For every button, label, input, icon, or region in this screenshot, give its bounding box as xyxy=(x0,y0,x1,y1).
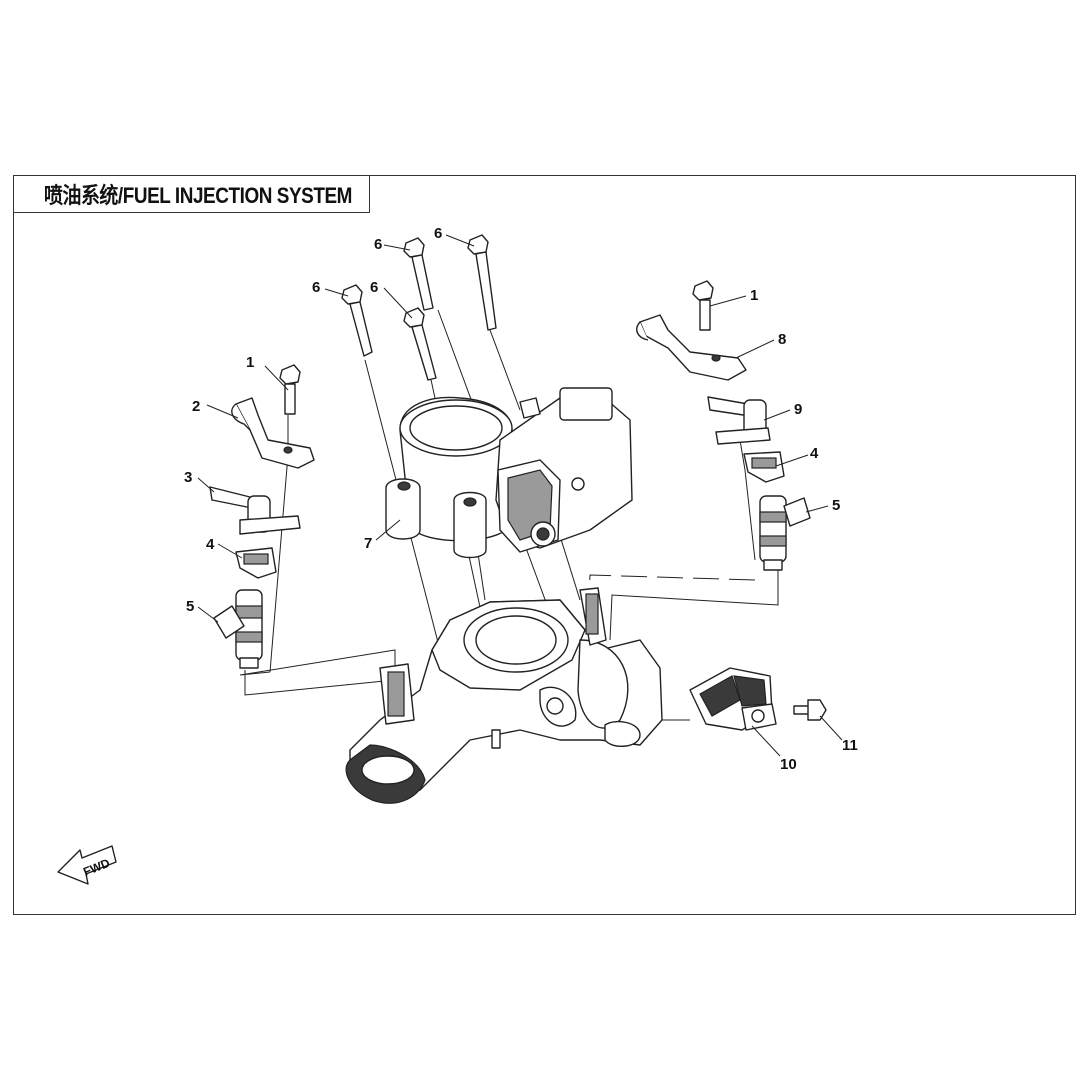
callout-4-right: 4 xyxy=(810,445,819,462)
callout-8: 8 xyxy=(778,331,786,348)
bolt-6-c xyxy=(467,234,497,331)
diagram-frame xyxy=(13,175,1076,915)
callout-4-left: 4 xyxy=(206,536,215,553)
fuel-injector-5-right xyxy=(759,495,811,571)
bolt-11 xyxy=(793,699,827,721)
map-sensor-10 xyxy=(689,667,777,731)
bolt-6-d xyxy=(403,307,437,381)
injector-bracket-8 xyxy=(636,314,747,381)
callout-6-a: 6 xyxy=(312,279,320,296)
callout-6-c: 6 xyxy=(370,279,378,296)
bolt-6-a xyxy=(341,284,373,357)
callout-6-b: 6 xyxy=(374,236,382,253)
retaining-clip-4-left xyxy=(235,547,277,579)
bolt-1-left xyxy=(279,364,301,415)
fwd-arrow-icon: FWD xyxy=(57,845,117,885)
fuel-rail-connector-3 xyxy=(209,486,301,535)
callout-numbers: 1 2 3 4 5 6 6 6 6 7 1 8 9 4 5 10 11 xyxy=(184,225,858,773)
throttle-body-7 xyxy=(385,387,633,559)
leader-lines xyxy=(197,234,843,757)
title-box: 喷油系统/FUEL INJECTION SYSTEM xyxy=(13,175,370,213)
callout-10: 10 xyxy=(780,756,797,773)
callout-11: 11 xyxy=(842,737,858,754)
callout-3: 3 xyxy=(184,469,192,486)
fuel-injector-5-left xyxy=(213,589,263,669)
fuel-rail-connector-9 xyxy=(707,396,771,445)
bolt-1-right xyxy=(692,280,714,331)
callout-9: 9 xyxy=(794,401,802,418)
retaining-clip-4-right xyxy=(743,451,785,483)
callout-7: 7 xyxy=(364,535,372,552)
callout-1-right: 1 xyxy=(750,287,758,304)
bolt-6-b xyxy=(403,237,434,311)
callout-5-right: 5 xyxy=(832,497,840,514)
page-title: 喷油系统/FUEL INJECTION SYSTEM xyxy=(43,182,353,208)
intake-manifold xyxy=(345,587,663,804)
callout-5-left: 5 xyxy=(186,598,194,615)
callout-6-d: 6 xyxy=(434,225,442,242)
callout-1-left: 1 xyxy=(246,354,254,371)
callout-2: 2 xyxy=(192,398,200,415)
injector-bracket-2 xyxy=(231,397,315,469)
